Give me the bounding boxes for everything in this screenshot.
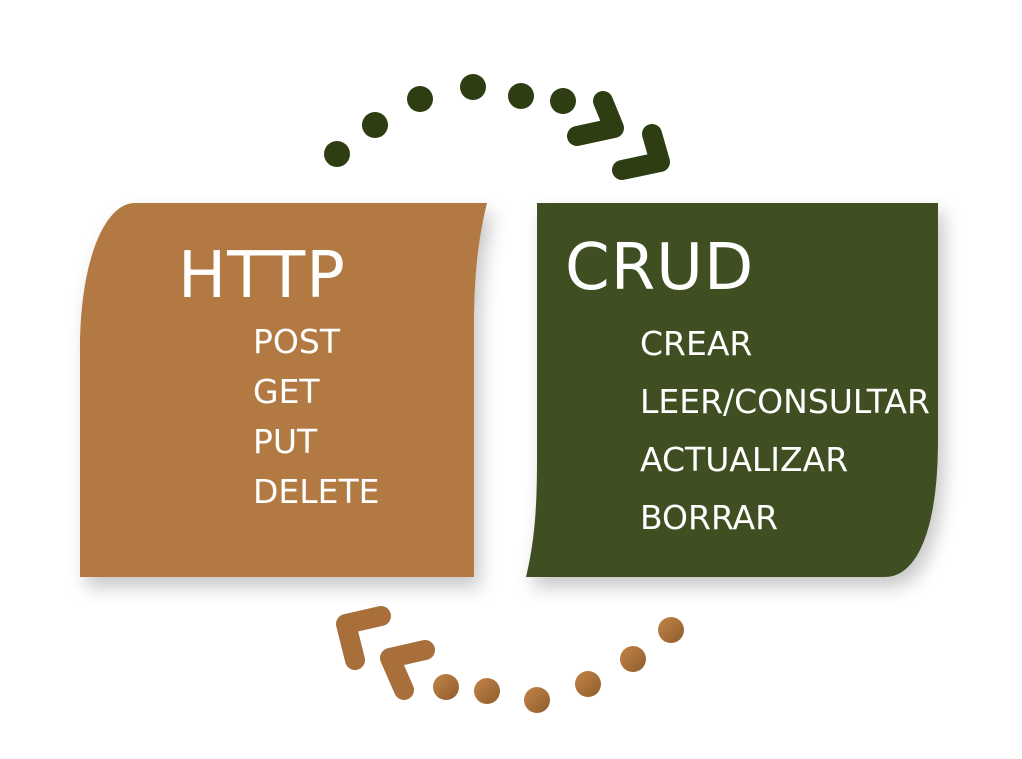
bottom-arrow-dot — [433, 674, 459, 700]
bottom-arrow-dot — [620, 646, 646, 672]
crud-item-borrar: BORRAR — [640, 498, 779, 537]
top-arrow-dot — [362, 112, 388, 138]
chevron-right-icon — [567, 91, 624, 146]
top-arrow-dot — [460, 74, 486, 100]
bottom-arrow-chevrons — [336, 606, 435, 700]
chevron-right-icon — [612, 124, 670, 180]
top-cycle-arrow — [324, 74, 576, 167]
chevron-left-icon — [336, 606, 391, 670]
http-panel-title: HTTP — [178, 239, 346, 313]
bottom-arrow-dot — [524, 687, 550, 713]
http-item-put: PUT — [253, 422, 318, 461]
bottom-arrow-dot — [658, 617, 684, 643]
bottom-cycle-arrow — [433, 617, 684, 713]
top-arrow-dot — [508, 83, 534, 109]
crud-item-actualizar: ACTUALIZAR — [640, 440, 849, 479]
bottom-arrow-dot — [575, 671, 601, 697]
top-arrow-chevrons — [567, 91, 670, 180]
http-item-post: POST — [253, 322, 340, 361]
http-panel-shape — [80, 203, 487, 577]
http-item-get: GET — [253, 372, 320, 411]
top-arrow-dot — [324, 141, 350, 167]
crud-panel-shape — [526, 203, 938, 577]
chevron-left-icon — [380, 640, 435, 700]
crud-panel-title: CRUD — [565, 231, 755, 305]
top-arrow-dot — [407, 86, 433, 112]
bottom-arrow-dot — [474, 678, 500, 704]
top-arrow-dot — [550, 88, 576, 114]
crud-item-crear: CREAR — [640, 324, 753, 363]
http-item-delete: DELETE — [253, 472, 380, 511]
crud-item-leer-consultar: LEER/CONSULTAR — [640, 382, 930, 421]
